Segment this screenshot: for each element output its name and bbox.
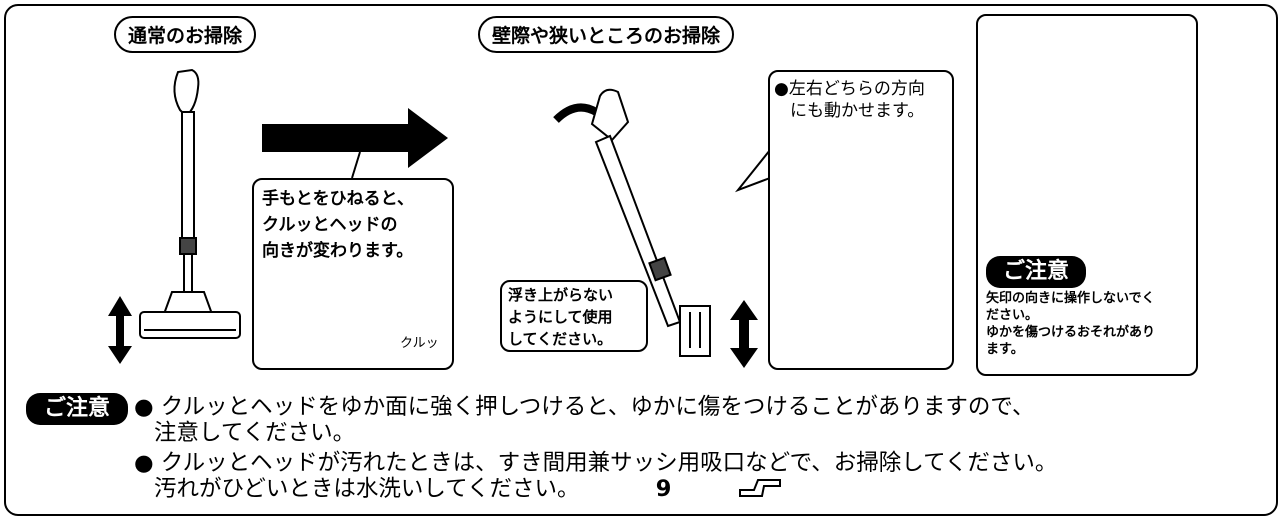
twist-callout-text: 手もとをひねると、 クルッとヘッドの 向きが変わります。: [262, 189, 414, 261]
float-callout-text: 浮き上がらない ようにして使用 してください。: [508, 286, 614, 348]
direction-line1: ●左右どちらの方向: [774, 79, 925, 99]
wall-cleaning-label: 壁際や狭いところのお掃除: [478, 16, 735, 53]
notes-list: ● クルッとヘッドをゆか面に強く押しつけると、ゆかに傷をつけることがありますので…: [134, 394, 1057, 502]
normal-cleaning-label: 通常のお掃除: [114, 16, 257, 53]
direction-line2: にも動かせます。: [790, 101, 925, 121]
note2-line1: ● クルッとヘッドが汚れたときは、すき間用兼サッシ用吸口などで、お掃除してくださ…: [134, 450, 1058, 476]
up-down-arrow-icon-2: [730, 300, 758, 368]
note2-line2-text: 汚れがひどいときは水洗いしてください。: [154, 476, 580, 502]
upright-vacuum-illustration: [139, 68, 241, 339]
speech-bubble-tail: [734, 149, 771, 193]
illustration-frame: [4, 4, 1278, 516]
pointing-finger-icon: [739, 479, 781, 497]
caution-box-badge: ご注意: [986, 256, 1086, 288]
big-right-arrow-icon: [262, 108, 448, 179]
note2-line2: 汚れがひどいときは水洗いしてください。 9: [134, 476, 1057, 502]
float-callout-box: 浮き上がらない ようにして使用 してください。: [500, 280, 648, 352]
page-reference: 9: [655, 476, 672, 502]
note1-line2: 注意してください。: [154, 420, 356, 446]
caution-box: ご注意 矢印の向きに操作しないでく ださい。 ゆかを傷つけるおそれがあり ます。: [976, 14, 1198, 376]
notes-badge: ご注意: [26, 393, 128, 425]
caution-box-text: 矢印の向きに操作しないでく ださい。 ゆかを傷つけるおそれがあり ます。: [986, 291, 1156, 357]
direction-callout-box: ●左右どちらの方向 にも動かせます。: [768, 70, 954, 370]
kuru-label: クルッ: [400, 336, 439, 351]
twist-callout-box: 手もとをひねると、 クルッとヘッドの 向きが変わります。 クルッ: [252, 178, 454, 370]
note1-line1: ● クルッとヘッドをゆか面に強く押しつけると、ゆかに傷をつけることがありますので…: [134, 394, 1035, 420]
angled-vacuum-left-illustration: [553, 88, 711, 357]
up-down-arrow-icon: [108, 296, 132, 364]
